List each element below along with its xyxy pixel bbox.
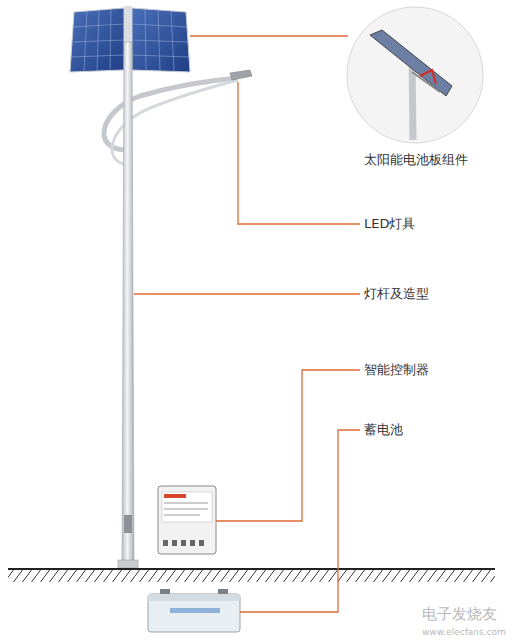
- part-label: LED灯具: [362, 216, 417, 232]
- part-label: 灯杆及造型: [362, 286, 431, 302]
- panel-detail-inset: [347, 7, 483, 143]
- led-lamp-head: [230, 70, 252, 80]
- lamp-pole: [122, 42, 134, 565]
- controller-box: [158, 486, 216, 554]
- leader-lines: [134, 36, 360, 612]
- watermark: www.elecfans.com: [420, 624, 508, 640]
- battery: [148, 589, 240, 632]
- part-label: 智能控制器: [362, 362, 431, 378]
- part-label: 蓄电池: [362, 422, 405, 438]
- part-label: 太阳能电池板组件: [362, 152, 470, 168]
- watermark: 电子发烧友: [420, 606, 499, 622]
